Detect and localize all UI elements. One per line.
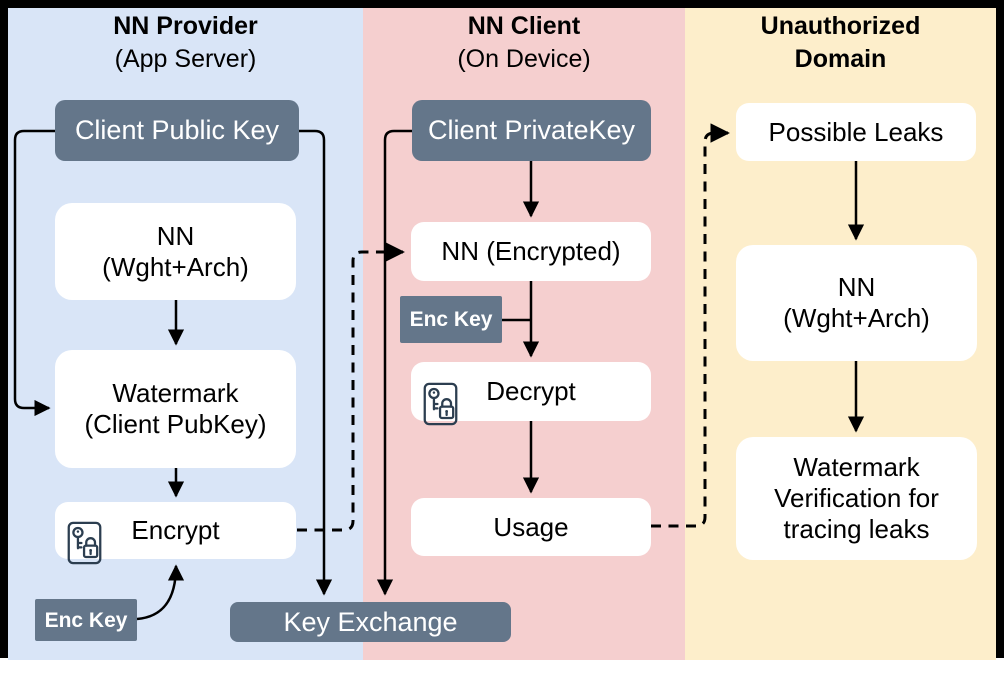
frame-right — [996, 0, 1004, 658]
key-lock-icon — [423, 350, 458, 433]
node-nn-encrypted: NN (Encrypted) — [411, 222, 651, 281]
node-encrypt: Encrypt — [55, 502, 296, 564]
column-title: NN Provider — [113, 12, 258, 40]
node-watermark-client-pubkey: Watermark (Client PubKey) — [55, 350, 296, 468]
header-unauthorized-domain: Unauthorized Domain — [685, 10, 996, 76]
node-label: Key Exchange — [283, 606, 458, 637]
node-label: Encrypt — [131, 515, 220, 545]
frame-left — [0, 0, 8, 658]
node-key-exchange: Key Exchange — [230, 602, 511, 642]
node-label: Watermark (Client PubKey) — [84, 378, 267, 439]
node-watermark-verification: Watermark Verification for tracing leaks — [736, 437, 977, 560]
node-label: NN (Wght+Arch) — [102, 220, 249, 282]
node-label: NN (Encrypted) — [441, 236, 621, 266]
column-subtitle: (App Server) — [114, 45, 257, 73]
node-label: NN (Wght+Arch) — [783, 272, 930, 333]
node-client-private-key: Client PrivateKey — [412, 100, 651, 161]
node-label: Enc Key — [44, 608, 128, 632]
node-label: Possible Leaks — [768, 116, 944, 147]
node-decrypt: Decrypt — [411, 362, 651, 425]
node-label: Enc Key — [409, 308, 493, 331]
column-subtitle: (On Device) — [457, 45, 591, 73]
node-enc-key-provider: Enc Key — [35, 599, 137, 641]
node-label: Watermark Verification for tracing leaks — [774, 452, 939, 544]
frame-top — [0, 0, 1004, 8]
node-possible-leaks: Possible Leaks — [736, 103, 976, 161]
node-label: Decrypt — [486, 376, 576, 406]
key-lock-icon — [67, 489, 102, 572]
node-nn-provider: NN (Wght+Arch) — [55, 203, 296, 300]
node-label: Client PrivateKey — [427, 115, 636, 145]
column-title: Unauthorized Domain — [760, 12, 921, 73]
header-nn-client: NN Client (On Device) — [363, 10, 685, 76]
node-client-public-key: Client Public Key — [55, 100, 299, 161]
node-nn-unauthorized: NN (Wght+Arch) — [736, 245, 977, 361]
header-nn-provider: NN Provider (App Server) — [8, 10, 363, 76]
node-label: Usage — [493, 511, 569, 542]
column-title: NN Client — [467, 12, 581, 40]
node-enc-key-client: Enc Key — [400, 296, 502, 343]
node-label: Client Public Key — [74, 115, 280, 145]
node-usage: Usage — [411, 498, 651, 556]
